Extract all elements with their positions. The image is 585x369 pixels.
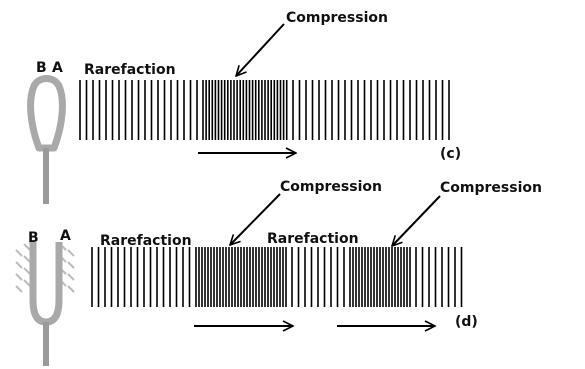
- prong-a-label-d: A: [60, 228, 71, 244]
- compression-label: Compression: [286, 10, 388, 26]
- panel-c: B A Rarefaction Compression (c): [27, 10, 461, 204]
- wave-lines-c: [79, 80, 450, 140]
- rarefaction-label-d2: Rarefaction: [267, 231, 359, 247]
- wave-lines-d: [91, 247, 463, 307]
- compression-pointer-arrow-d1: [230, 193, 281, 245]
- tuning-fork-vibrating-icon: [15, 242, 75, 366]
- rarefaction-label-d1: Rarefaction: [100, 233, 192, 249]
- compression-pointer-arrow-d2: [392, 195, 441, 246]
- panel-d: B A Rarefaction Rarefaction Compression …: [15, 179, 542, 366]
- compression-label-d1: Compression: [280, 179, 382, 195]
- tuning-fork-icon: [27, 75, 66, 204]
- vibration-marks: [15, 243, 75, 293]
- prong-b-label: B: [36, 60, 47, 76]
- compression-pointer-arrow: [236, 23, 285, 76]
- compression-label-d2: Compression: [440, 180, 542, 196]
- panel-c-label: (c): [440, 146, 461, 162]
- prong-a-label: A: [52, 60, 63, 76]
- panel-d-label: (d): [455, 314, 478, 330]
- rarefaction-label: Rarefaction: [84, 62, 176, 78]
- prong-b-label-d: B: [28, 230, 39, 246]
